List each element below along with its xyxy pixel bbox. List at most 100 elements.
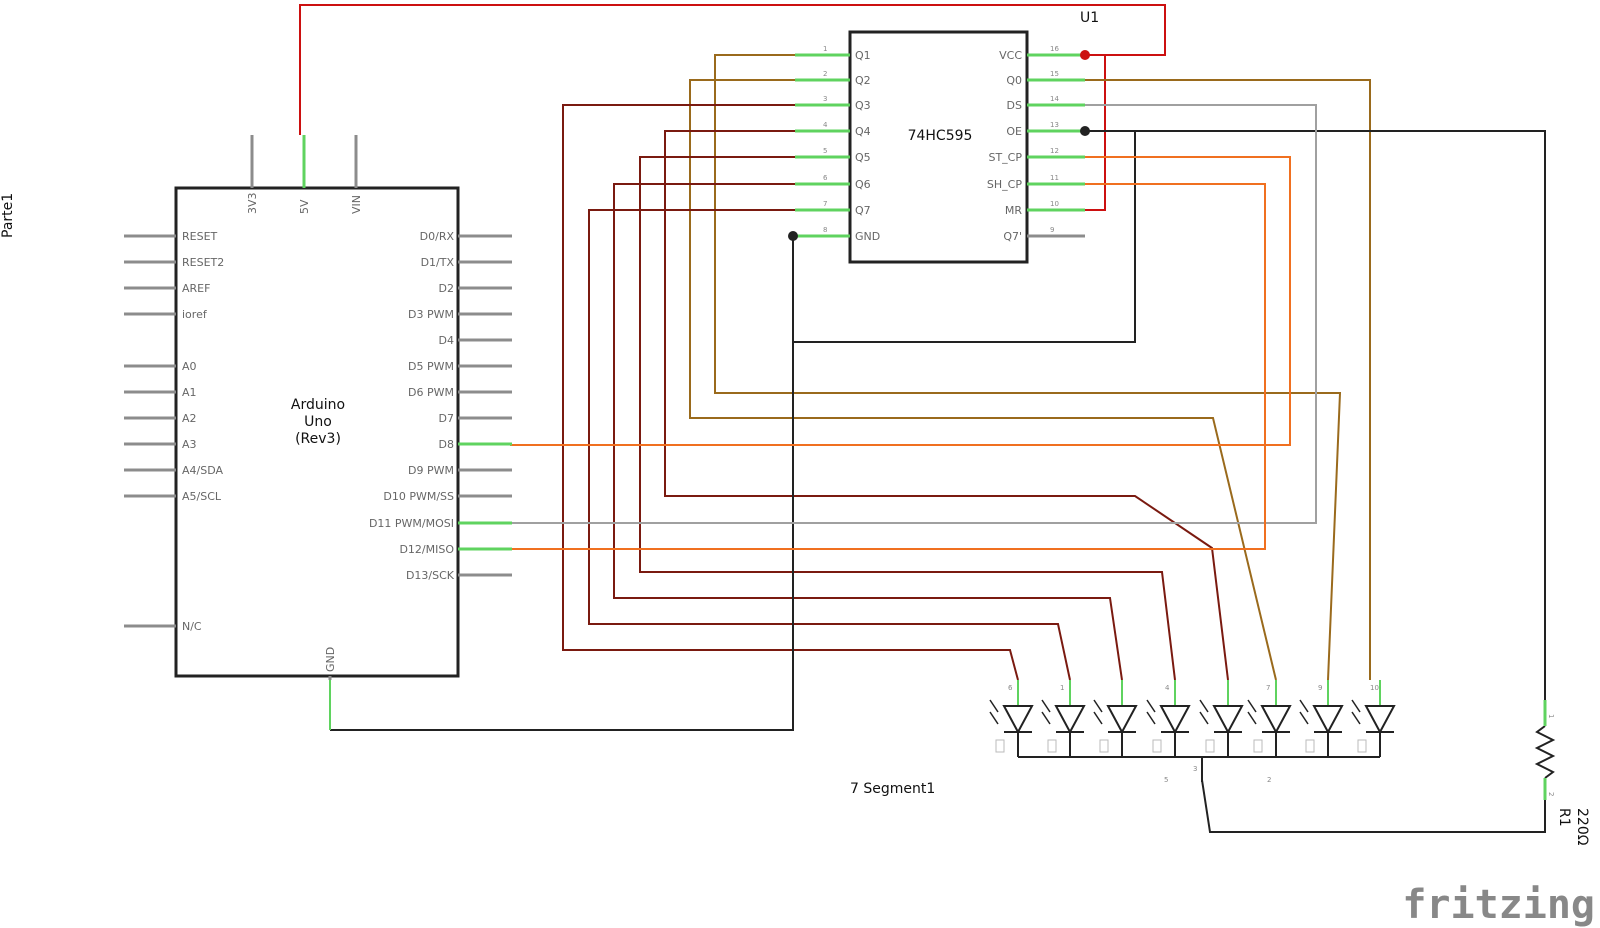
arduino-pin-label: ioref [182, 308, 208, 321]
svg-text:1: 1 [1060, 684, 1064, 692]
chip-body[interactable] [848, 30, 1029, 264]
segment-diode[interactable]: 6 [989, 680, 1034, 757]
wire-oe-down[interactable] [793, 131, 1136, 343]
wire-q6-seg[interactable] [613, 183, 1123, 681]
arduino-pin-label: RESET [182, 230, 218, 243]
chip-pin-label: Q4 [855, 125, 871, 138]
wire-q4-seg[interactable] [664, 130, 1229, 681]
chip-pin-label: GND [855, 230, 880, 243]
chip-pin-number: 16 [1050, 45, 1059, 53]
wire-shcp-d12[interactable] [510, 183, 1266, 550]
arduino-name: Arduino [291, 397, 345, 413]
common-pin-2: 2 [1267, 776, 1271, 784]
wire-q5-seg[interactable] [639, 156, 1176, 681]
segment-diode[interactable]: 1 [1041, 680, 1086, 757]
chip-pin-number: 3 [823, 95, 827, 103]
chip-pin-number: 12 [1050, 147, 1059, 155]
arduino-part-label: Parte1 [0, 193, 16, 238]
chip-ref: U1 [1080, 10, 1099, 26]
svg-text:6: 6 [1008, 684, 1013, 692]
arduino-dpin-label: D7 [439, 412, 454, 425]
chip-pin-label: Q0 [1006, 74, 1022, 87]
chip-pin-label: SH_CP [987, 178, 1022, 191]
arduino-left-pins: RESETRESET2AREFiorefA0A1A2A3A4/SDAA5/SCL… [124, 230, 224, 633]
wire-res-common[interactable] [1201, 779, 1546, 833]
chip-pin-number: 5 [823, 147, 827, 155]
segment-diode[interactable]: 9 [1299, 680, 1344, 757]
arduino-rev: (Rev3) [295, 431, 341, 447]
wire-vcc-mr[interactable] [1085, 54, 1106, 211]
junction-gnd [788, 231, 798, 241]
chip-pin-label: Q6 [855, 178, 871, 191]
chip-pin-number: 2 [823, 70, 827, 78]
resistor-pin-1-num: 1 [1547, 714, 1555, 718]
chip-pin-number: 4 [823, 121, 828, 129]
resistor-ref: R1 [1556, 808, 1572, 827]
arduino-dpin-label: D13/SCK [406, 569, 455, 582]
svg-text:4: 4 [1165, 684, 1170, 692]
resistor-zigzag[interactable] [1534, 725, 1556, 779]
arduino-pin-label: A2 [182, 412, 197, 425]
arduino-pin-label: N/C [182, 620, 202, 633]
arduino-dpin-label: D3 PWM [408, 308, 454, 321]
junction-oe [1080, 126, 1090, 136]
resistor-r1[interactable]: 1 2 R1 220Ω [1534, 700, 1590, 846]
chip-pin-number: 13 [1050, 121, 1059, 129]
wire-5v-vcc[interactable] [299, 4, 1166, 135]
chip-pin-number: 8 [823, 226, 827, 234]
svg-text:9: 9 [1318, 684, 1322, 692]
segment-diode[interactable]: 7 [1247, 680, 1292, 757]
svg-text:10: 10 [1370, 684, 1379, 692]
chip-pin-number: 6 [823, 174, 828, 182]
arduino-gnd-label: GND [324, 647, 337, 672]
wire-stcp-d8[interactable] [510, 156, 1291, 446]
wire-oe-gnd[interactable] [1085, 130, 1546, 700]
arduino-body[interactable] [174, 186, 460, 678]
segment-diode[interactable]: 10 [1351, 680, 1396, 757]
chip-pin-number: 11 [1050, 174, 1059, 182]
wire-ds-d11[interactable] [510, 104, 1317, 524]
arduino-pin-label: AREF [182, 282, 210, 295]
chip-pin-label: Q3 [855, 99, 871, 112]
arduino-top-pin-label: 3V3 [246, 192, 259, 214]
segment-diodes: 6 1 4 7 9 10 [989, 680, 1396, 757]
chip-pin-label: Q7 [855, 204, 871, 217]
wire-q1-seg[interactable] [714, 54, 1342, 681]
arduino-pin-label: A1 [182, 386, 197, 399]
segment-diode[interactable] [1093, 680, 1138, 757]
chip-pin-number: 14 [1050, 95, 1059, 103]
arduino-pin-label: A3 [182, 438, 197, 451]
arduino-dpin-label: D1/TX [421, 256, 455, 269]
arduino-dpin-label: D8 [439, 438, 454, 451]
segment-diode[interactable]: 4 [1146, 680, 1191, 757]
common-pin-5: 5 [1164, 776, 1168, 784]
arduino-pin-label: RESET2 [182, 256, 224, 269]
chip-pin-number: 7 [823, 200, 827, 208]
arduino-model: Uno [304, 414, 332, 430]
chip-pin-label: OE [1006, 125, 1022, 138]
chip-pin-label: Q1 [855, 49, 871, 62]
arduino-dpin-label: D12/MISO [399, 543, 454, 556]
wire-q2-seg[interactable] [689, 79, 1277, 681]
arduino-dpin-label: D6 PWM [408, 386, 454, 399]
arduino-dpin-label: D2 [439, 282, 454, 295]
wire-q0-seg[interactable] [1085, 79, 1371, 680]
arduino-dpin-label: D0/RX [420, 230, 455, 243]
chip-pin-number: 10 [1050, 200, 1059, 208]
chip-name: 74HC595 [908, 128, 973, 144]
arduino-pin-label: A0 [182, 360, 197, 373]
fritzing-watermark: fritzing [1402, 882, 1595, 928]
wire-q3-seg[interactable] [562, 104, 1019, 681]
arduino-dpin-label: D10 PWM/SS [383, 490, 454, 503]
segment-diode[interactable] [1199, 680, 1244, 757]
chip-pin-label: VCC [999, 49, 1022, 62]
wire-q7-seg[interactable] [588, 209, 1071, 681]
display-name: 7 Segment1 [850, 781, 935, 797]
